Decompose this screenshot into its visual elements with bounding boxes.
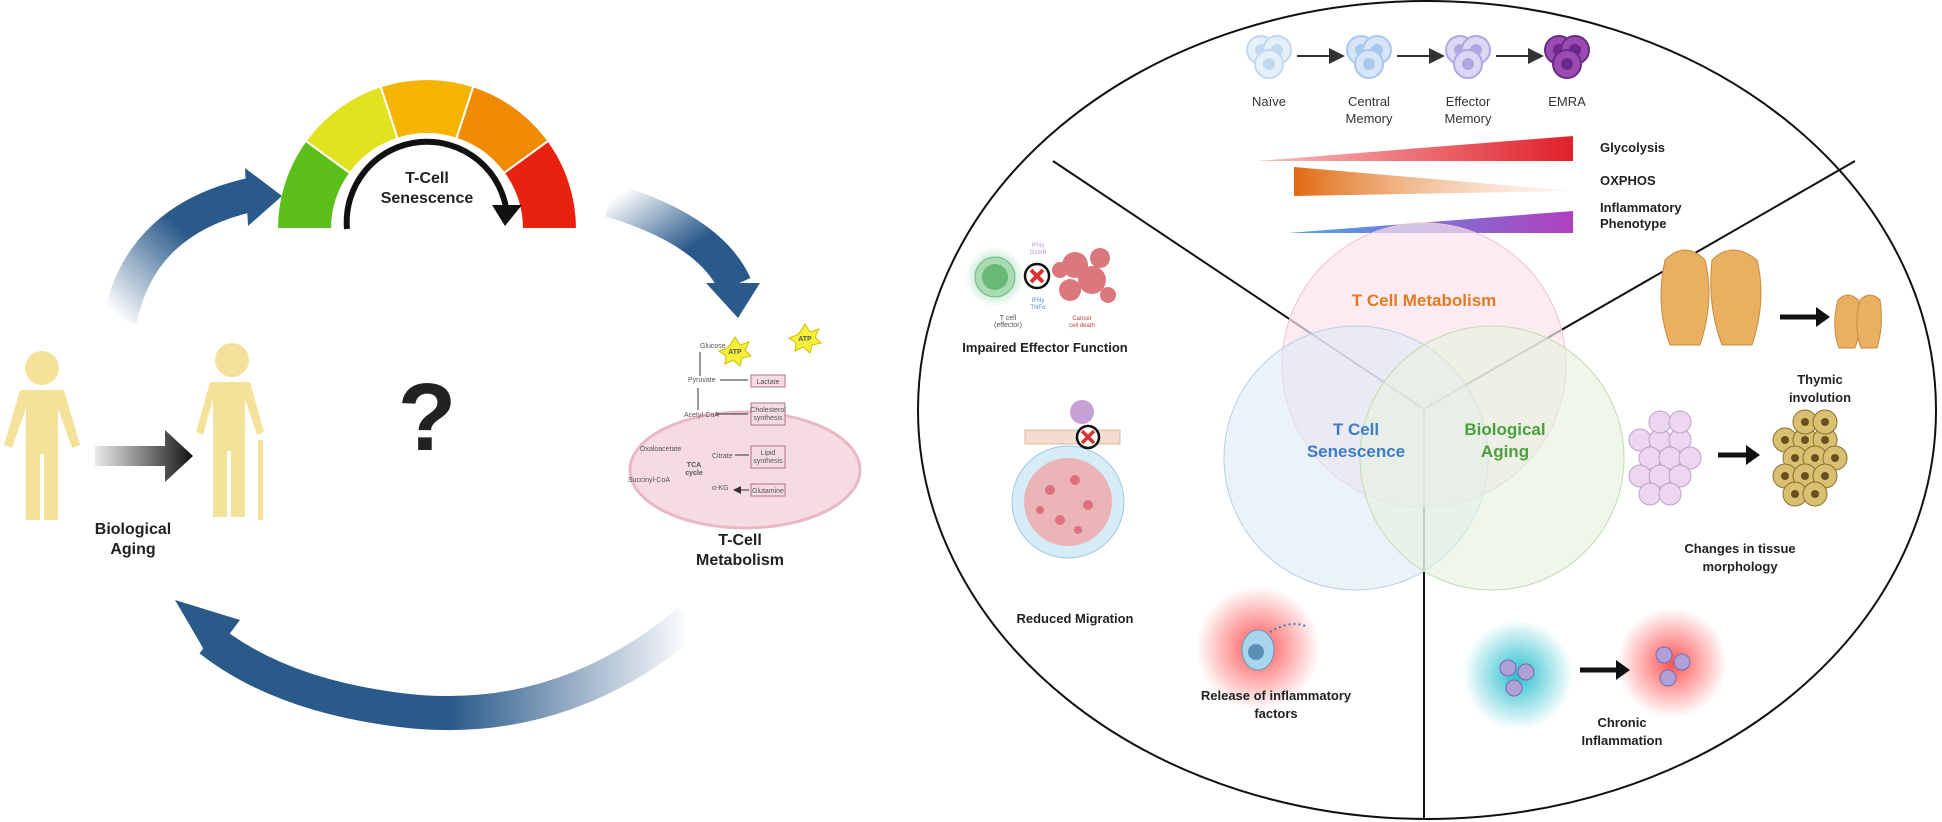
tissue-cell-nucleus bbox=[1801, 436, 1809, 444]
cycle-arrow-left-head bbox=[245, 168, 282, 226]
venn-diagram bbox=[1223, 222, 1625, 591]
cell-nucleus bbox=[1263, 58, 1275, 70]
summary-ellipse bbox=[917, 0, 1937, 820]
svg-text:Lactate: Lactate bbox=[757, 379, 780, 386]
tissue-cell-nucleus bbox=[1791, 454, 1799, 462]
svg-text:α-KG: α-KG bbox=[712, 485, 729, 492]
atp-icon: ATP bbox=[787, 323, 822, 354]
mitochondrion-icon bbox=[628, 410, 862, 530]
tissue-cell-nucleus bbox=[1821, 418, 1829, 426]
svg-text:T cell(effector): T cell(effector) bbox=[994, 315, 1022, 329]
tissue-cell-nucleus bbox=[1811, 454, 1819, 462]
tissue-cell-nucleus bbox=[1781, 472, 1789, 480]
tissue-cell-nucleus bbox=[1801, 472, 1809, 480]
tissue-cell-nucleus bbox=[1811, 490, 1819, 498]
tissue-cell-nucleus bbox=[1821, 472, 1829, 480]
svg-text:Oxaloacetate: Oxaloacetate bbox=[640, 446, 681, 453]
elderly-person-icon bbox=[196, 343, 264, 520]
aging-arrow bbox=[95, 430, 193, 482]
cycle-arrow-bottom bbox=[199, 607, 701, 731]
cycle-arrow-right-head bbox=[706, 283, 760, 318]
cell-nucleus bbox=[1363, 58, 1375, 70]
tissue-cell-nucleus bbox=[1781, 436, 1789, 444]
thymus-illustration bbox=[1660, 249, 1882, 349]
reduced-migration-illustration bbox=[1011, 400, 1125, 559]
inflammatory-gradient bbox=[1288, 211, 1573, 233]
tissue-cell bbox=[1638, 482, 1662, 506]
gauge-pointer-arrow bbox=[343, 138, 510, 230]
gauge-segment bbox=[502, 139, 579, 230]
tissue-cell bbox=[1648, 410, 1672, 434]
tissue-cell bbox=[1668, 464, 1692, 488]
tissue-cell-nucleus bbox=[1801, 418, 1809, 426]
cell-nucleus bbox=[1462, 58, 1474, 70]
tissue-cell-nucleus bbox=[1821, 436, 1829, 444]
cycle-arrow-right bbox=[605, 183, 751, 293]
svg-text:Succinyl-CoA: Succinyl-CoA bbox=[628, 477, 670, 484]
tissue-cell-nucleus bbox=[1831, 454, 1839, 462]
glycolysis-gradient bbox=[1257, 136, 1573, 161]
atp-icon: ATP bbox=[717, 336, 752, 367]
stage-label: Naïve bbox=[1252, 94, 1286, 109]
metabolism-pathway: Glucose Pyruvate Acetyl-CoA Oxaloacetate… bbox=[628, 323, 862, 530]
svg-text:Pyruvate: Pyruvate bbox=[688, 377, 716, 384]
oxphos-label: OXPHOS bbox=[1600, 173, 1656, 188]
inflammatory-release-illustration bbox=[1196, 586, 1320, 710]
tissue-morphology-illustration bbox=[1628, 409, 1848, 507]
gauge-pointer-arrowhead bbox=[492, 205, 522, 226]
impaired-effector-label: Impaired Effector Function bbox=[962, 340, 1127, 355]
cycle-arrow-left bbox=[103, 178, 255, 324]
venn-metabolism-label: T Cell Metabolism bbox=[1352, 291, 1497, 310]
chronic-inflammation-illustration bbox=[1463, 608, 1727, 730]
tissue-cell-nucleus bbox=[1791, 490, 1799, 498]
svg-text:ATP: ATP bbox=[728, 349, 742, 356]
glycolysis-label: Glycolysis bbox=[1600, 140, 1665, 155]
reduced-migration-label: Reduced Migration bbox=[1016, 611, 1133, 626]
svg-text:Glutamine: Glutamine bbox=[752, 488, 784, 495]
svg-text:ATP: ATP bbox=[798, 336, 812, 343]
young-person-icon bbox=[4, 351, 80, 520]
svg-text:Glucose: Glucose bbox=[700, 343, 726, 350]
tissue-cell bbox=[1658, 482, 1682, 506]
oxphos-gradient bbox=[1294, 167, 1573, 196]
tissue-cell bbox=[1668, 410, 1692, 434]
cycle-arrow-bottom-head bbox=[175, 600, 240, 660]
stage-label: EMRA bbox=[1548, 94, 1586, 109]
svg-text:Citrate: Citrate bbox=[712, 453, 733, 460]
question-mark: ? bbox=[398, 364, 457, 471]
tissue-cell bbox=[1678, 446, 1702, 470]
cell-nucleus bbox=[1561, 58, 1573, 70]
svg-text:Acetyl-CoA: Acetyl-CoA bbox=[684, 412, 719, 419]
senescence-gauge bbox=[275, 78, 579, 230]
